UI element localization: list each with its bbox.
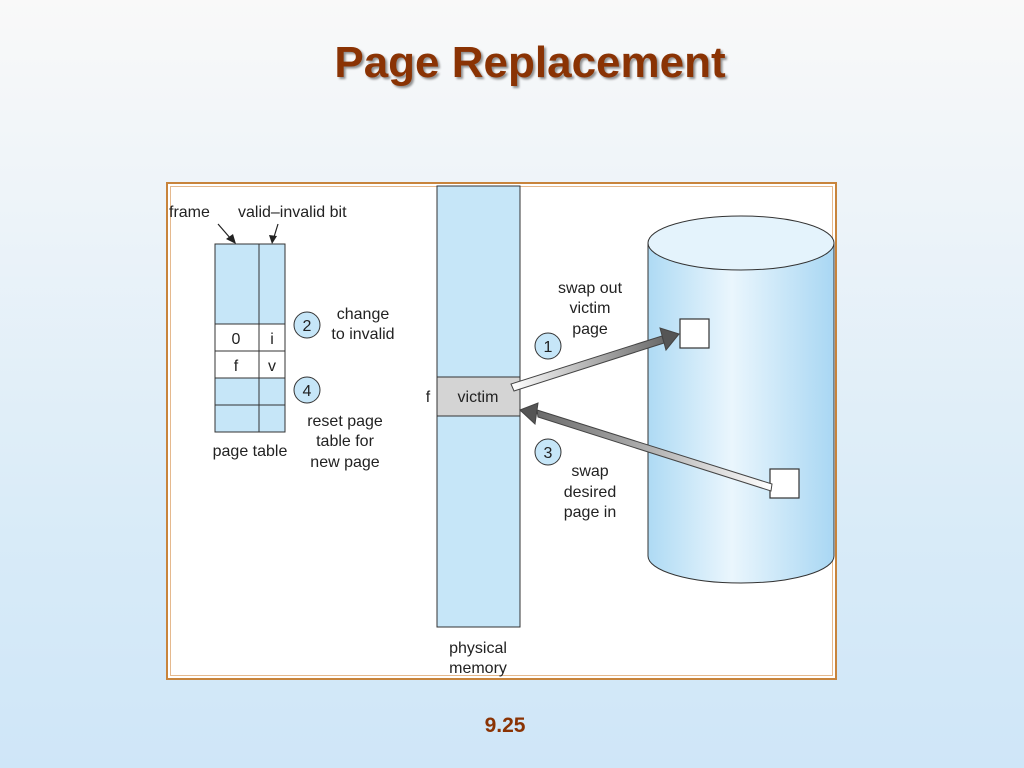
step-4-line-1: reset page	[307, 413, 383, 430]
step-4-line-2: table for	[316, 433, 374, 450]
step-2-number: 2	[303, 318, 312, 335]
step-3-line-3: page in	[564, 504, 617, 521]
step-4-number: 4	[303, 383, 312, 400]
slide-title: Page Replacement	[334, 38, 726, 87]
step-4-marker: 4	[293, 376, 321, 404]
valid-invalid-pointer-arrow	[269, 223, 279, 244]
page-number: 9.25	[484, 714, 526, 737]
swap-out-arrow	[510, 327, 680, 392]
swap-in-arrow	[519, 402, 773, 492]
frame-pointer-arrow	[217, 223, 236, 244]
page-table-bit-row-1: i	[270, 331, 274, 348]
step-1-marker: 1	[534, 332, 562, 360]
page-table: 0 i f v	[214, 243, 286, 433]
frame-label: frame	[169, 204, 210, 221]
step-1-line-1: swap out	[558, 280, 623, 297]
step-3-number: 3	[544, 445, 553, 462]
step-1-line-3: page	[572, 321, 608, 338]
step-2-line-1: change	[337, 306, 390, 323]
swapped-out-page-block	[679, 318, 710, 349]
physical-memory-caption-line-2: memory	[449, 660, 507, 677]
physical-memory: victim	[436, 185, 521, 628]
step-3-line-1: swap	[571, 463, 608, 480]
physical-memory-caption-line-1: physical	[449, 640, 507, 657]
victim-label: victim	[458, 389, 499, 406]
step-4-line-3: new page	[310, 454, 379, 471]
page-table-caption: page table	[213, 443, 288, 460]
valid-invalid-label: valid–invalid bit	[238, 204, 347, 221]
page-table-bit-row-2: v	[268, 358, 276, 375]
step-2-marker: 2	[293, 311, 321, 339]
victim-frame	[436, 376, 521, 417]
step-3-line-2: desired	[564, 484, 616, 501]
frame-f-marker: f	[426, 389, 431, 406]
step-3-marker: 3	[534, 438, 562, 466]
disk-cylinder	[647, 215, 835, 584]
step-2-line-2: to invalid	[331, 326, 394, 343]
page-table-frame-row-2: f	[234, 358, 239, 375]
desired-page-block	[769, 468, 800, 499]
step-1-number: 1	[544, 339, 553, 356]
step-1-line-2: victim	[570, 300, 611, 317]
page-table-frame-row-1: 0	[232, 331, 241, 348]
